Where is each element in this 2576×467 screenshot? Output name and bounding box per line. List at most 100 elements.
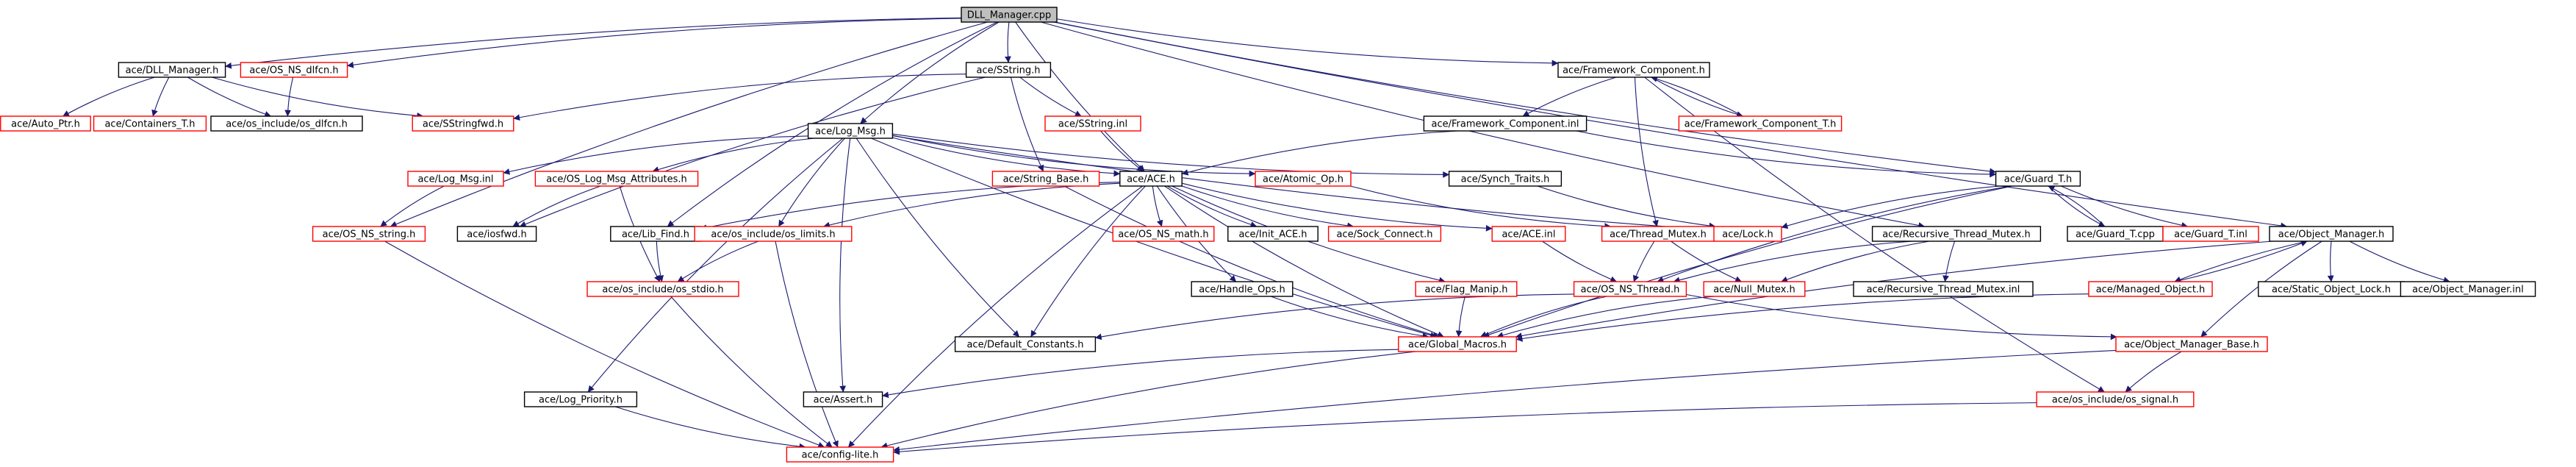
- node-label: ace/Init_ACE.h: [1238, 229, 1307, 240]
- node-box: [1119, 171, 1183, 187]
- node-label: ace/Null_Mutex.h: [1713, 285, 1795, 296]
- graph-node-ace-os-log-msg-attributes-h[interactable]: ace/OS_Log_Msg_Attributes.h: [534, 171, 699, 187]
- node-box: [240, 62, 348, 78]
- include-edge: [2174, 240, 2308, 282]
- graph-node-ace-default-constants-h[interactable]: ace/Default_Constants.h: [954, 336, 1097, 352]
- graph-node-ace-framework-component-inl[interactable]: ace/Framework_Component.inl: [1423, 115, 1587, 132]
- graph-node-ace-dll-manager-h[interactable]: ace/DLL_Manager.h: [118, 62, 226, 78]
- node-label: ace/os_include/os_dlfcn.h: [226, 119, 348, 130]
- include-edge: [893, 402, 2037, 455]
- graph-node-ace-log-priority-h[interactable]: ace/Log_Priority.h: [523, 391, 638, 407]
- node-label: DLL_Manager.cpp: [967, 10, 1052, 21]
- graph-node-ace-log-msg-h[interactable]: ace/Log_Msg.h: [807, 123, 894, 139]
- include-edge: [1537, 185, 1716, 229]
- include-edge: [1015, 21, 1145, 172]
- graph-node-ace-framework-component-t-h[interactable]: ace/Framework_Component_T.h: [1678, 115, 1843, 132]
- graph-node-ace-string-base-h[interactable]: ace/String_Base.h: [991, 171, 1100, 187]
- graph-node-ace-atomic-op-h[interactable]: ace/Atomic_Op.h: [1255, 171, 1352, 187]
- graph-node-ace-sstring-inl[interactable]: ace/SString.inl: [1044, 115, 1141, 132]
- node-box: [407, 171, 504, 187]
- graph-node-ace-guard-t-h[interactable]: ace/Guard_T.h: [1995, 171, 2081, 187]
- node-label: ace/Recursive_Thread_Mutex.inl: [1867, 285, 2020, 296]
- graph-node-ace-lib-find-h[interactable]: ace/Lib_Find.h: [610, 226, 701, 242]
- graph-node-ace-sstringfwd-h[interactable]: ace/SStringfwd.h: [412, 115, 514, 132]
- node-label: ace/Guard_T.h: [2004, 174, 2072, 185]
- graph-node-ace-containers-t-h[interactable]: ace/Containers_T.h: [93, 115, 207, 132]
- include-edge: [587, 138, 844, 393]
- include-edge: [667, 21, 998, 227]
- graph-node-ace-auto-ptr-h[interactable]: ace/Auto_Ptr.h: [0, 115, 91, 132]
- node-box: [456, 226, 537, 242]
- graph-node-ace-synch-traits-h[interactable]: ace/Synch_Traits.h: [1448, 171, 1563, 187]
- include-edge: [1063, 185, 1440, 338]
- graph-node-ace-lock-h[interactable]: ace/Lock.h: [1713, 226, 1782, 242]
- node-box: [1853, 281, 2034, 297]
- node-box: [2115, 336, 2268, 352]
- graph-node-ace-handle-ops-h[interactable]: ace/Handle_Ops.h: [1191, 281, 1294, 297]
- graph-node-ace-os-ns-math-h[interactable]: ace/OS_NS_math.h: [1112, 226, 1215, 242]
- include-edge: [2174, 240, 2308, 283]
- include-edge: [512, 185, 601, 227]
- graph-node-ace-os-ns-string-h[interactable]: ace/OS_NS_string.h: [312, 226, 426, 242]
- include-edge: [1164, 185, 1444, 338]
- node-label: ace/Containers_T.h: [104, 119, 195, 130]
- graph-node-ace-log-msg-inl[interactable]: ace/Log_Msg.inl: [407, 171, 504, 187]
- graph-node-ace-object-manager-h[interactable]: ace/Object_Manager.h: [2269, 226, 2394, 242]
- graph-node-ace-recursive-thread-mutex-inl[interactable]: ace/Recursive_Thread_Mutex.inl: [1853, 281, 2034, 297]
- graph-node-ace-guard-t-cpp[interactable]: ace/Guard_T.cpp: [2067, 226, 2164, 242]
- node-box: [1423, 115, 1587, 132]
- node-box: [1573, 281, 1687, 297]
- node-box: [694, 226, 853, 242]
- include-edge: [700, 182, 1120, 231]
- node-label: ace/Thread_Mutex.h: [1610, 229, 1707, 240]
- graph-node-ace-recursive-thread-mutex-h[interactable]: ace/Recursive_Thread_Mutex.h: [1871, 226, 2042, 242]
- include-edge: [614, 406, 806, 450]
- graph-node-ace-assert-h[interactable]: ace/Assert.h: [803, 391, 883, 407]
- include-edge: [151, 76, 170, 117]
- include-edge: [1479, 296, 1607, 338]
- node-box: [1191, 281, 1294, 297]
- node-box: [2036, 391, 2195, 407]
- graph-node-ace-global-macros-h[interactable]: ace/Global_Macros.h: [1398, 336, 1517, 352]
- include-edge: [1350, 185, 1612, 229]
- node-box: [965, 62, 1052, 78]
- graph-node-ace-os-ns-thread-h[interactable]: ace/OS_NS_Thread.h: [1573, 281, 1687, 297]
- node-label: ace/os_include/os_stdio.h: [602, 285, 723, 296]
- node-box: [807, 123, 894, 139]
- graph-node-ace-os-include-os-dlfcn-h[interactable]: ace/os_include/os_dlfcn.h: [210, 115, 363, 132]
- graph-node-ace-os-include-os-limits-h[interactable]: ace/os_include/os_limits.h: [694, 226, 853, 242]
- graph-node-ace-config-lite-h[interactable]: ace/config-lite.h: [786, 446, 894, 463]
- graph-node-ace-static-object-lock-h[interactable]: ace/Static_Object_Lock.h: [2258, 281, 2405, 297]
- graph-node-ace-framework-component-h[interactable]: ace/Framework_Component.h: [1557, 62, 1710, 78]
- graph-node-ace-sock-connect-h[interactable]: ace/Sock_Connect.h: [1327, 226, 1442, 242]
- graph-node-ace-null-mutex-h[interactable]: ace/Null_Mutex.h: [1703, 281, 1806, 297]
- node-box: [1112, 226, 1215, 242]
- graph-node-ace-object-manager-base-h[interactable]: ace/Object_Manager_Base.h: [2115, 336, 2268, 352]
- graph-node-ace-managed-object-h[interactable]: ace/Managed_Object.h: [2088, 281, 2213, 297]
- include-edge: [1496, 296, 1715, 338]
- node-label: ace/iosfwd.h: [467, 229, 526, 240]
- node-label: ace/Lib_Find.h: [622, 229, 689, 240]
- graph-node-ace-iosfwd-h[interactable]: ace/iosfwd.h: [456, 226, 537, 242]
- node-label: ace/Guard_T.cpp: [2075, 229, 2155, 240]
- graph-node-ace-flag-manip-h[interactable]: ace/Flag_Manip.h: [1415, 281, 1518, 297]
- include-edge: [1182, 182, 1493, 232]
- graph-node-ace-ace-inl[interactable]: ace/ACE.inl: [1491, 226, 1566, 242]
- graph-node-ace-os-include-os-signal-h[interactable]: ace/os_include/os_signal.h: [2036, 391, 2195, 407]
- graph-node-ace-object-manager-inl[interactable]: ace/Object_Manager.inl: [2400, 281, 2536, 297]
- graph-node-ace-init-ace-h[interactable]: ace/Init_ACE.h: [1227, 226, 1319, 242]
- node-label: ace/config-lite.h: [802, 450, 879, 461]
- node-label: ace/ACE.h: [1127, 174, 1175, 185]
- graph-node-ace-thread-mutex-h[interactable]: ace/Thread_Mutex.h: [1601, 226, 1715, 242]
- include-edge: [1781, 185, 2000, 229]
- include-edge: [380, 185, 445, 227]
- include-edge: [1030, 185, 1146, 338]
- graph-node-ace-sstring-h[interactable]: ace/SString.h: [965, 62, 1052, 78]
- graph-node-ace-guard-t-inl[interactable]: ace/Guard_T.inl: [2162, 226, 2259, 242]
- graph-node-ace-os-ns-dlfcn-h[interactable]: ace/OS_NS_dlfcn.h: [240, 62, 348, 78]
- include-edge: [1152, 185, 1163, 227]
- graph-node-ace-os-include-os-stdio-h[interactable]: ace/os_include/os_stdio.h: [586, 281, 739, 297]
- graph-node-ace-ace-h[interactable]: ace/ACE.h: [1119, 171, 1183, 187]
- graph-node-dll-manager-cpp[interactable]: DLL_Manager.cpp: [961, 7, 1058, 23]
